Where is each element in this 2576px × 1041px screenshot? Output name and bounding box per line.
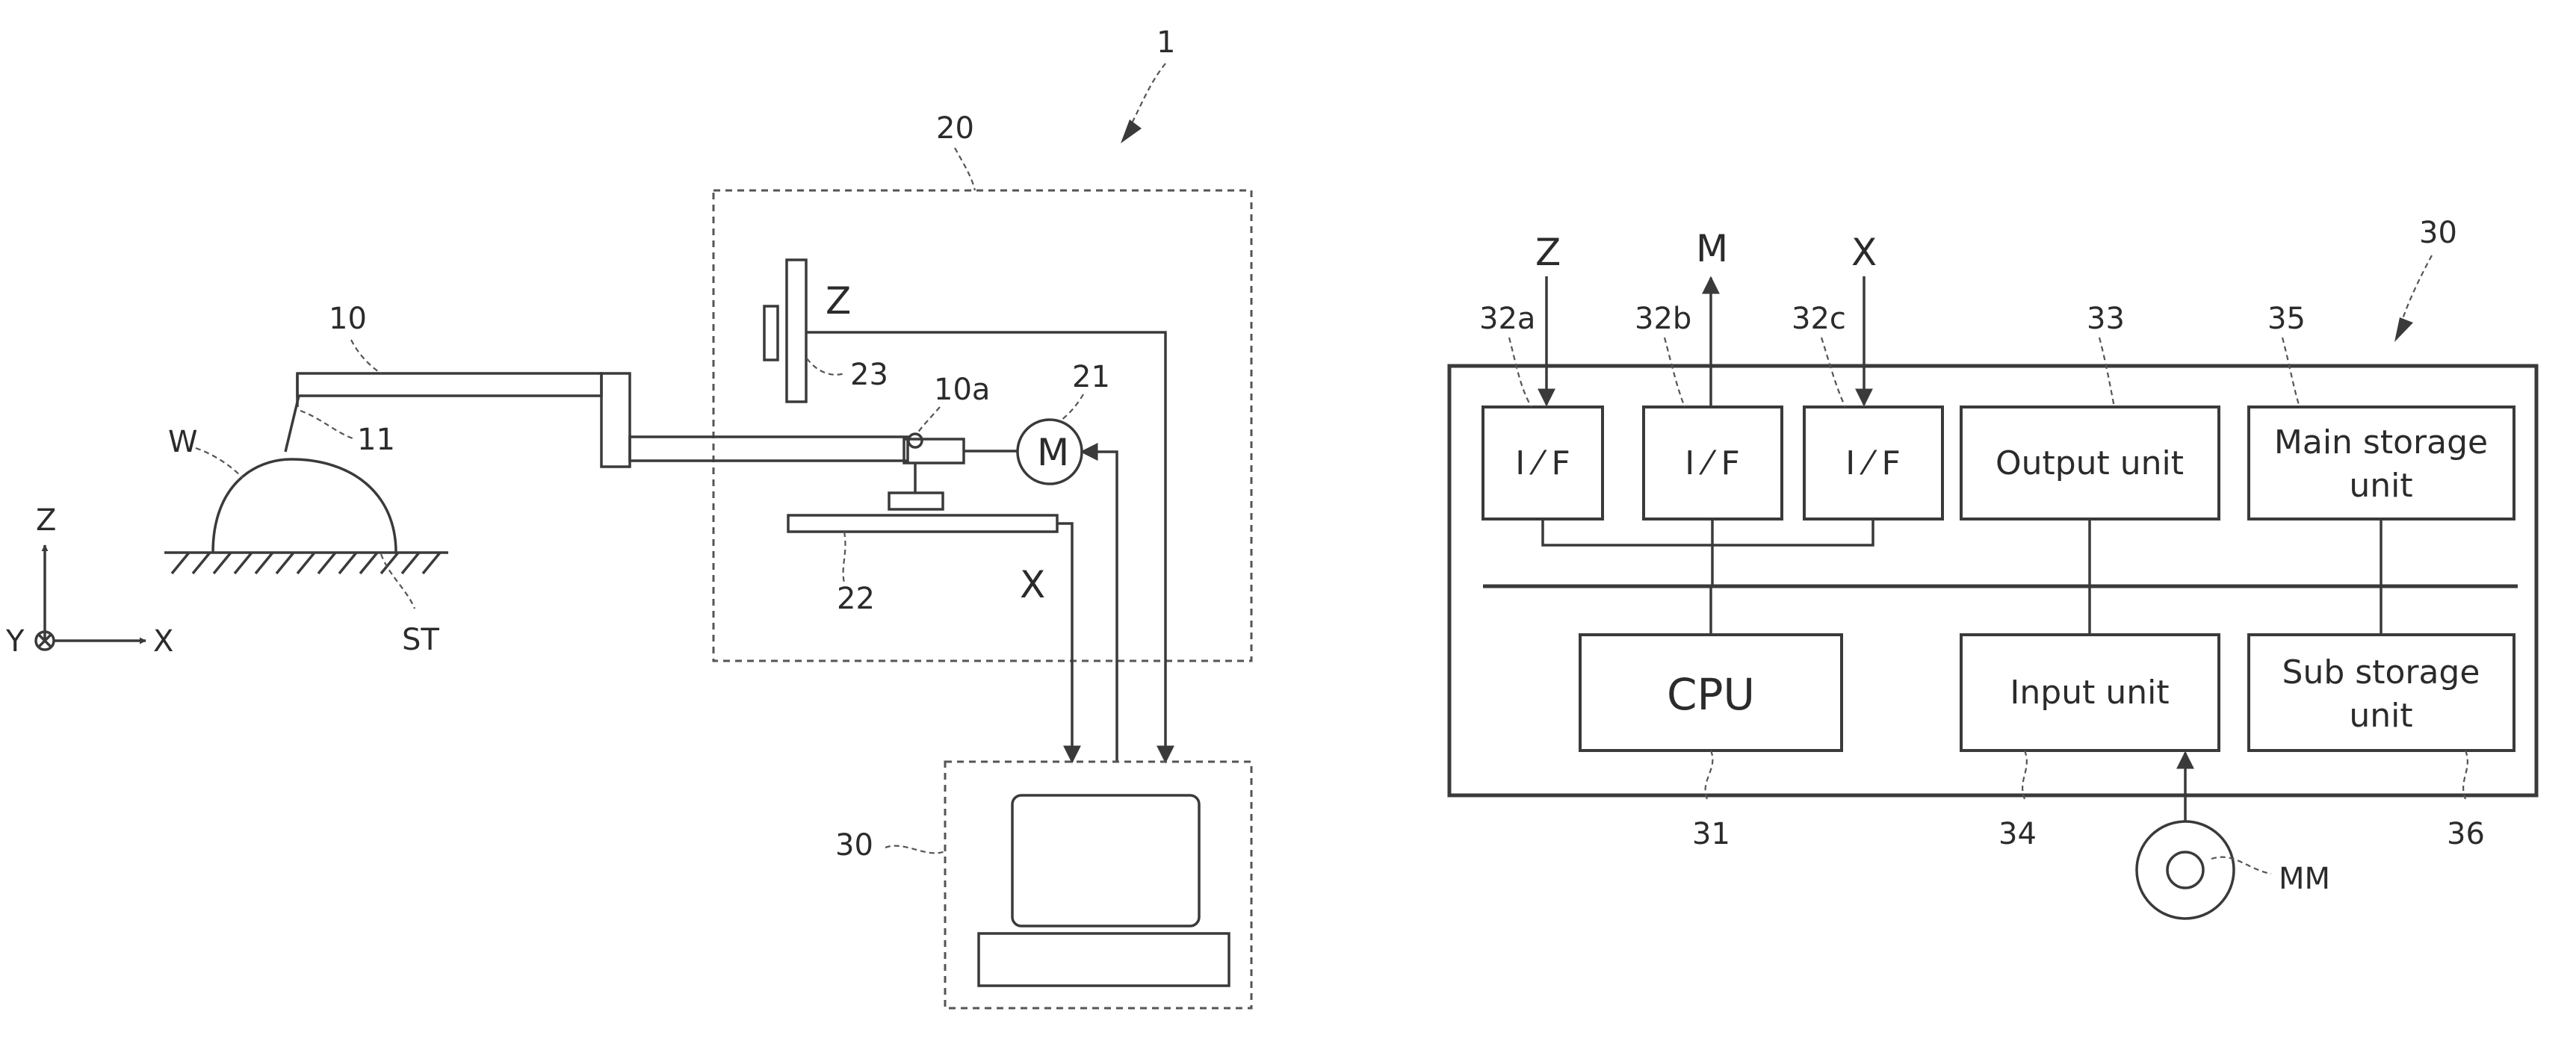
computer-box (945, 762, 1251, 1008)
interface-32b-ref: 32b (1635, 302, 1691, 336)
sub-storage-label-2: unit (2349, 697, 2412, 735)
y-axis-label: Y (5, 624, 25, 659)
storage-medium-leader (2211, 857, 2271, 874)
storage-medium-hole (2167, 852, 2203, 888)
interface-32a-label: I ⁄ F (1515, 444, 1570, 482)
z-scale-ref: 23 (850, 358, 888, 392)
interface-32c-label: I ⁄ F (1845, 444, 1901, 482)
z-scale-leader (807, 358, 844, 375)
carriage-slider (889, 493, 943, 509)
x-signal-wire (1057, 523, 1072, 762)
computer-block-diagram: 30 I ⁄ F 32a Z I ⁄ F 32b M I ⁄ F 32c X O… (1449, 216, 2536, 919)
main-storage-label-2: unit (2349, 467, 2412, 505)
carriage (904, 439, 964, 463)
x-scale-leader (843, 532, 846, 582)
input-unit-label: Input unit (2010, 674, 2169, 712)
interface-32a-leader (1509, 338, 1532, 407)
measuring-arm (297, 373, 601, 396)
controller-box-leader (955, 148, 975, 190)
computer-keyboard (979, 933, 1229, 986)
cpu-ref-leader (1706, 751, 1713, 799)
stage-hatching (172, 553, 440, 574)
z-input-label: Z (1535, 231, 1561, 274)
interface-32b-label: I ⁄ F (1685, 444, 1740, 482)
storage-medium (2137, 821, 2234, 919)
controller-box-ref: 20 (936, 111, 974, 146)
main-storage-leader (2282, 338, 2300, 407)
sub-storage-ref-leader (2463, 751, 2468, 799)
interface-32b-leader (1665, 338, 1685, 407)
output-unit-label: Output unit (1996, 444, 2184, 482)
interface-32c-leader (1821, 338, 1845, 407)
arm-horizontal-rod (630, 437, 908, 461)
arm-column (601, 373, 630, 467)
pivot-ref: 10a (934, 373, 990, 407)
interface-bracket (1543, 519, 1873, 586)
main-storage-label-1: Main storage (2274, 423, 2488, 462)
workpiece (213, 459, 396, 553)
main-storage-ref: 35 (2267, 302, 2306, 336)
z-scale (787, 260, 806, 402)
x-scale (788, 515, 1057, 532)
motor-ref-leader (1061, 394, 1083, 420)
computer-ref-leader (885, 846, 945, 854)
block-diagram-ref: 30 (2419, 216, 2457, 250)
system-ref-label: 1 (1157, 25, 1175, 60)
motor-letter: M (1037, 431, 1069, 474)
z-signal-label: Z (826, 279, 851, 323)
interface-32a-ref: 32a (1479, 302, 1535, 336)
z-scale-head (764, 306, 778, 360)
storage-medium-ref: MM (2279, 862, 2330, 896)
x-input-label: X (1851, 231, 1877, 274)
m-signal-wire (1082, 452, 1117, 762)
input-unit-ref: 34 (1998, 817, 2037, 851)
cpu-label: CPU (1667, 669, 1755, 720)
workpiece-label: W (168, 425, 198, 459)
system-ref-leader (1132, 63, 1165, 123)
workpiece-leader (196, 448, 243, 478)
stylus-ref: 11 (357, 423, 395, 457)
stylus (285, 396, 299, 452)
pivot-ref-leader (917, 407, 940, 433)
x-scale-ref: 22 (837, 582, 875, 616)
coordinate-axes: Z X Y (5, 503, 173, 659)
output-unit-leader (2099, 338, 2114, 407)
x-axis-label: X (153, 624, 173, 659)
motor-ref: 21 (1072, 360, 1110, 394)
block-diagram-ref-arrowhead (2394, 317, 2413, 342)
measuring-system-figure: 1 20 Z 23 M 21 10a 22 X (5, 25, 1251, 1008)
pivot (908, 434, 922, 447)
cpu-ref: 31 (1692, 817, 1730, 851)
arm-ref-leader (351, 340, 381, 373)
stylus-leader (300, 411, 355, 439)
arm-ref: 10 (329, 302, 367, 336)
system-ref-arrowhead (1121, 119, 1142, 143)
computer-monitor (1012, 795, 1199, 926)
output-unit-ref: 33 (2087, 302, 2125, 336)
interface-32c-ref: 32c (1792, 302, 1846, 336)
z-axis-label: Z (36, 503, 56, 538)
input-unit-ref-leader (2022, 751, 2027, 799)
computer-ref: 30 (835, 828, 873, 863)
x-signal-label: X (1020, 563, 1045, 606)
m-output-label: M (1696, 227, 1728, 270)
sub-storage-ref: 36 (2447, 817, 2485, 851)
stage-label: ST (402, 623, 439, 657)
sub-storage-label-1: Sub storage (2282, 653, 2480, 692)
block-diagram-ref-leader (2402, 255, 2432, 321)
